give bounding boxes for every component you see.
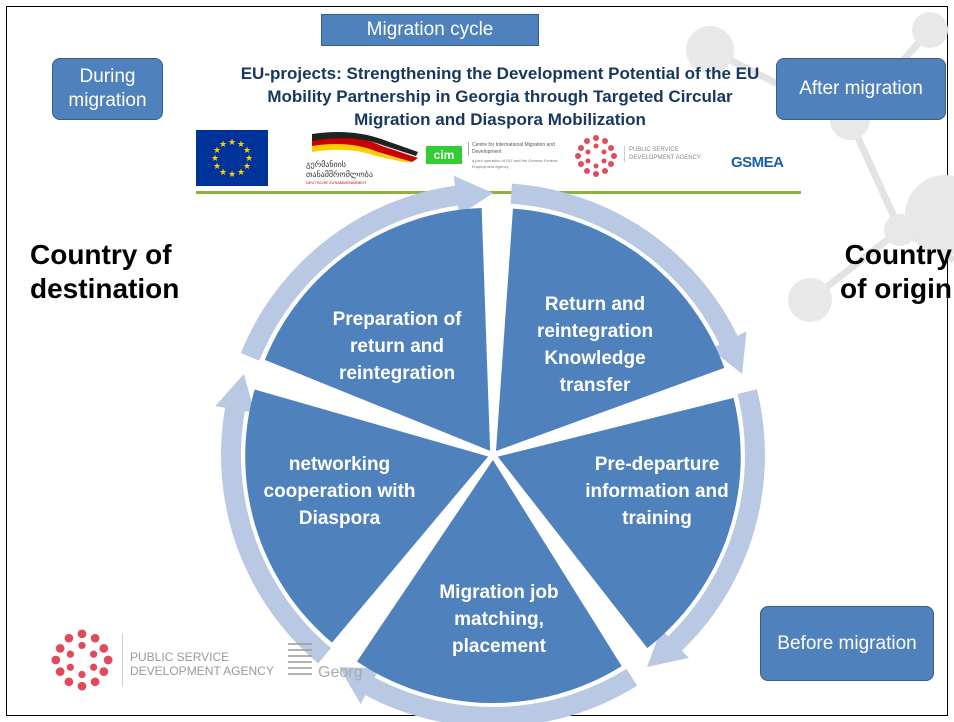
segment-return-reintegration-label: Return and reintegration Knowledge trans… <box>536 294 654 396</box>
cim-subtitle: a joint operation of GIZ and the German … <box>472 158 558 169</box>
cim-logo: cim Centre for International Migration a… <box>426 142 566 186</box>
svg-text:★: ★ <box>213 146 221 156</box>
country-of-destination-label: Country of destination <box>30 239 180 304</box>
svg-text:★: ★ <box>219 140 227 150</box>
psda-bottom-dots-icon <box>51 629 113 691</box>
segment-pre-departure <box>497 397 741 649</box>
svg-text:★: ★ <box>243 146 251 156</box>
svg-text:★: ★ <box>237 168 245 178</box>
german-cooperation-logo: გერმანიის თანამშრომლობა DEUTSCHE ZUSAMME… <box>306 132 418 186</box>
cim-full-name: Centre for International Migration and D… <box>468 142 568 156</box>
svg-text:★: ★ <box>219 168 227 178</box>
svg-text:★: ★ <box>245 154 253 164</box>
deutsche-zusammenarbeit-text: DEUTSCHE ZUSAMMENARBEIT <box>306 180 367 185</box>
segment-migration-job-matching <box>357 459 622 703</box>
svg-text:★: ★ <box>237 140 245 150</box>
cycle-segments <box>245 208 741 703</box>
during-migration-box: During migration <box>52 58 163 120</box>
bottom-psda-text: PUBLIC SERVICE DEVELOPMENT AGENCY <box>130 650 274 678</box>
bottom-psda-divider <box>122 634 123 686</box>
cim-mark-icon: cim <box>426 146 462 164</box>
bottom-partial-text: Georg <box>318 664 363 681</box>
country-of-origin-label: Country of origin <box>840 239 952 304</box>
justice-house-icon <box>288 643 312 675</box>
ring-arrow-5 <box>240 175 493 361</box>
german-flag-ribbon-icon <box>312 132 418 162</box>
segment-preparation-return <box>264 208 491 451</box>
before-migration-box: Before migration <box>760 606 934 681</box>
logos-divider <box>196 191 801 194</box>
svg-text:★: ★ <box>243 162 251 172</box>
ring-arrow-4 <box>215 374 332 664</box>
eu-flag-logo: ★★★ ★★★ ★★★ ★★★ <box>196 130 268 186</box>
ring-arrow-2 <box>646 389 765 667</box>
psda-dots-icon <box>575 135 617 177</box>
logos-strip: ★★★ ★★★ ★★★ ★★★ გერმანიის თანამშრომლობა … <box>196 130 796 194</box>
svg-text:★: ★ <box>211 154 219 164</box>
cycle-ring-arrows <box>215 175 765 722</box>
ring-arrow-3 <box>339 666 638 722</box>
segment-return-reintegration <box>496 208 725 452</box>
segment-pre-departure-label: Pre-departure information and training <box>585 454 729 529</box>
migration-cycle-header: Migration cycle <box>321 14 539 46</box>
segment-networking-diaspora <box>245 389 489 643</box>
svg-text:★: ★ <box>213 162 221 172</box>
svg-text:★: ★ <box>228 138 236 148</box>
after-migration-box: After migration <box>776 58 946 120</box>
segment-migration-job-matching-label: Migration job matching, placement <box>439 582 559 657</box>
gsmea-logo: GSMEA <box>731 154 784 171</box>
georgian-cooperation-text: გერმანიის თანამშრომლობა <box>306 160 373 179</box>
project-title: EU-projects: Strengthening the Developme… <box>240 64 760 129</box>
segment-preparation-return-label: Preparation of return and reintegration <box>332 309 462 384</box>
ring-arrow-1 <box>510 183 747 375</box>
segment-networking-diaspora-label: networking cooperation with Diaspora <box>263 454 416 529</box>
svg-text:★: ★ <box>228 170 236 180</box>
psda-text: PUBLIC SERVICE DEVELOPMENT AGENCY <box>624 146 725 162</box>
